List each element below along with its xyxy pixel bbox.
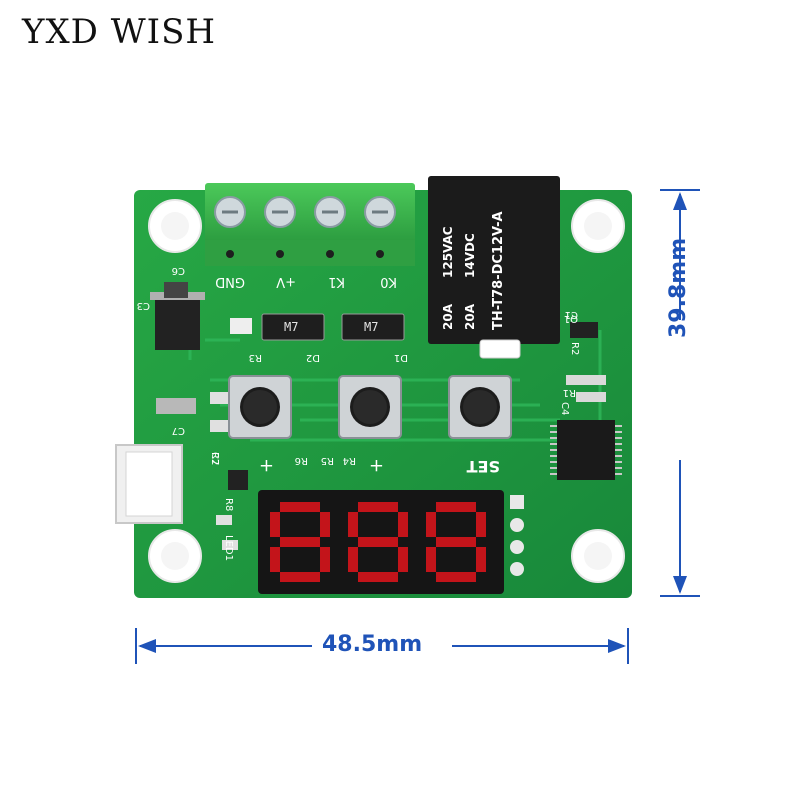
terminal-label-k1: K1 [328, 274, 345, 289]
label-c3: C3 [137, 300, 150, 311]
label-plus-1: + [259, 455, 274, 476]
screw-terminal-block [205, 183, 415, 266]
label-plus-2: + [369, 455, 384, 476]
label-r1: R1 [563, 387, 576, 398]
label-r5: R5 [321, 455, 334, 466]
label-r8: R8 [223, 498, 234, 511]
terminal-label-gnd: GND [215, 274, 245, 289]
button-middle[interactable] [338, 375, 402, 439]
display-segment [270, 547, 280, 572]
display-segment [398, 547, 408, 572]
button-set-cap[interactable] [463, 390, 497, 424]
display-segment [280, 572, 320, 582]
display-segment [358, 537, 398, 547]
display-segment [426, 547, 436, 572]
relay-rating-1: 20A [441, 303, 455, 330]
diode-label-2: M7 [364, 320, 378, 334]
display-segment [436, 537, 476, 547]
label-set: SET [467, 457, 500, 476]
display-segment [426, 512, 436, 537]
terminal-label-v: +V [276, 274, 296, 289]
diode-label-1: M7 [284, 320, 298, 334]
display-segment [348, 512, 358, 537]
relay-rating-4: 14VDC [463, 233, 477, 278]
brand-title: YXD WISH [22, 12, 217, 52]
silkscreen-labels: C6 C3 R3 D2 D1 C7 C2 R6 R5 R4 + + SET Q1… [137, 265, 580, 561]
button-left-cap[interactable] [243, 390, 277, 424]
smd-components [150, 282, 606, 550]
display-segment [280, 537, 320, 547]
width-dimension-arrow [135, 628, 629, 664]
label-q1: Q1 [564, 313, 578, 324]
width-dimension-label: 48.5mm [322, 632, 423, 657]
label-c6: C6 [172, 265, 185, 276]
display-segment [320, 512, 330, 537]
label-led1: LED1 [223, 535, 234, 561]
label-r6: R6 [295, 455, 308, 466]
relay-rating-2: 125VAC [441, 226, 455, 278]
label-d2: D2 [306, 352, 320, 363]
display-digit [270, 502, 330, 582]
display-segment [476, 512, 486, 537]
display-segment [436, 502, 476, 512]
microcontroller-chip [550, 420, 622, 480]
relay-model: TH-T78-DC12V-A [491, 211, 506, 330]
display-segment [436, 572, 476, 582]
terminal-labels: GND +V K1 K0 [215, 274, 397, 289]
button-middle-cap[interactable] [353, 390, 387, 424]
height-dimension-label: 39.8mm [666, 237, 691, 338]
mounting-holes [148, 199, 625, 583]
relay-rating-3: 20A [463, 303, 477, 330]
display-segment [358, 572, 398, 582]
label-d1: D1 [394, 352, 408, 363]
label-c4: C4 [559, 402, 570, 415]
label-c7: C7 [172, 425, 185, 436]
height-dimension-arrow [660, 189, 700, 597]
display-segment [270, 512, 280, 537]
relay: 20A 125VAC 20A 14VDC TH-T78-DC12V-A [428, 176, 560, 359]
display-segment [358, 502, 398, 512]
display-segment [476, 547, 486, 572]
display-segment [348, 547, 358, 572]
display-digit [348, 502, 408, 582]
terminal-label-k0: K0 [380, 274, 397, 289]
label-r2: R2 [569, 342, 580, 355]
button-set[interactable] [448, 375, 512, 439]
label-r3: R3 [249, 352, 262, 363]
header-pins [510, 495, 524, 576]
display-segment [280, 502, 320, 512]
label-r4: R4 [343, 455, 356, 466]
display-segment [320, 547, 330, 572]
button-left[interactable] [228, 375, 292, 439]
display-digit [426, 502, 486, 582]
label-c2: C2 [209, 452, 220, 465]
sensor-connector [115, 444, 183, 524]
label-r7: R7 [209, 452, 220, 465]
label-c1: C1 [565, 309, 578, 320]
display-segment [398, 512, 408, 537]
